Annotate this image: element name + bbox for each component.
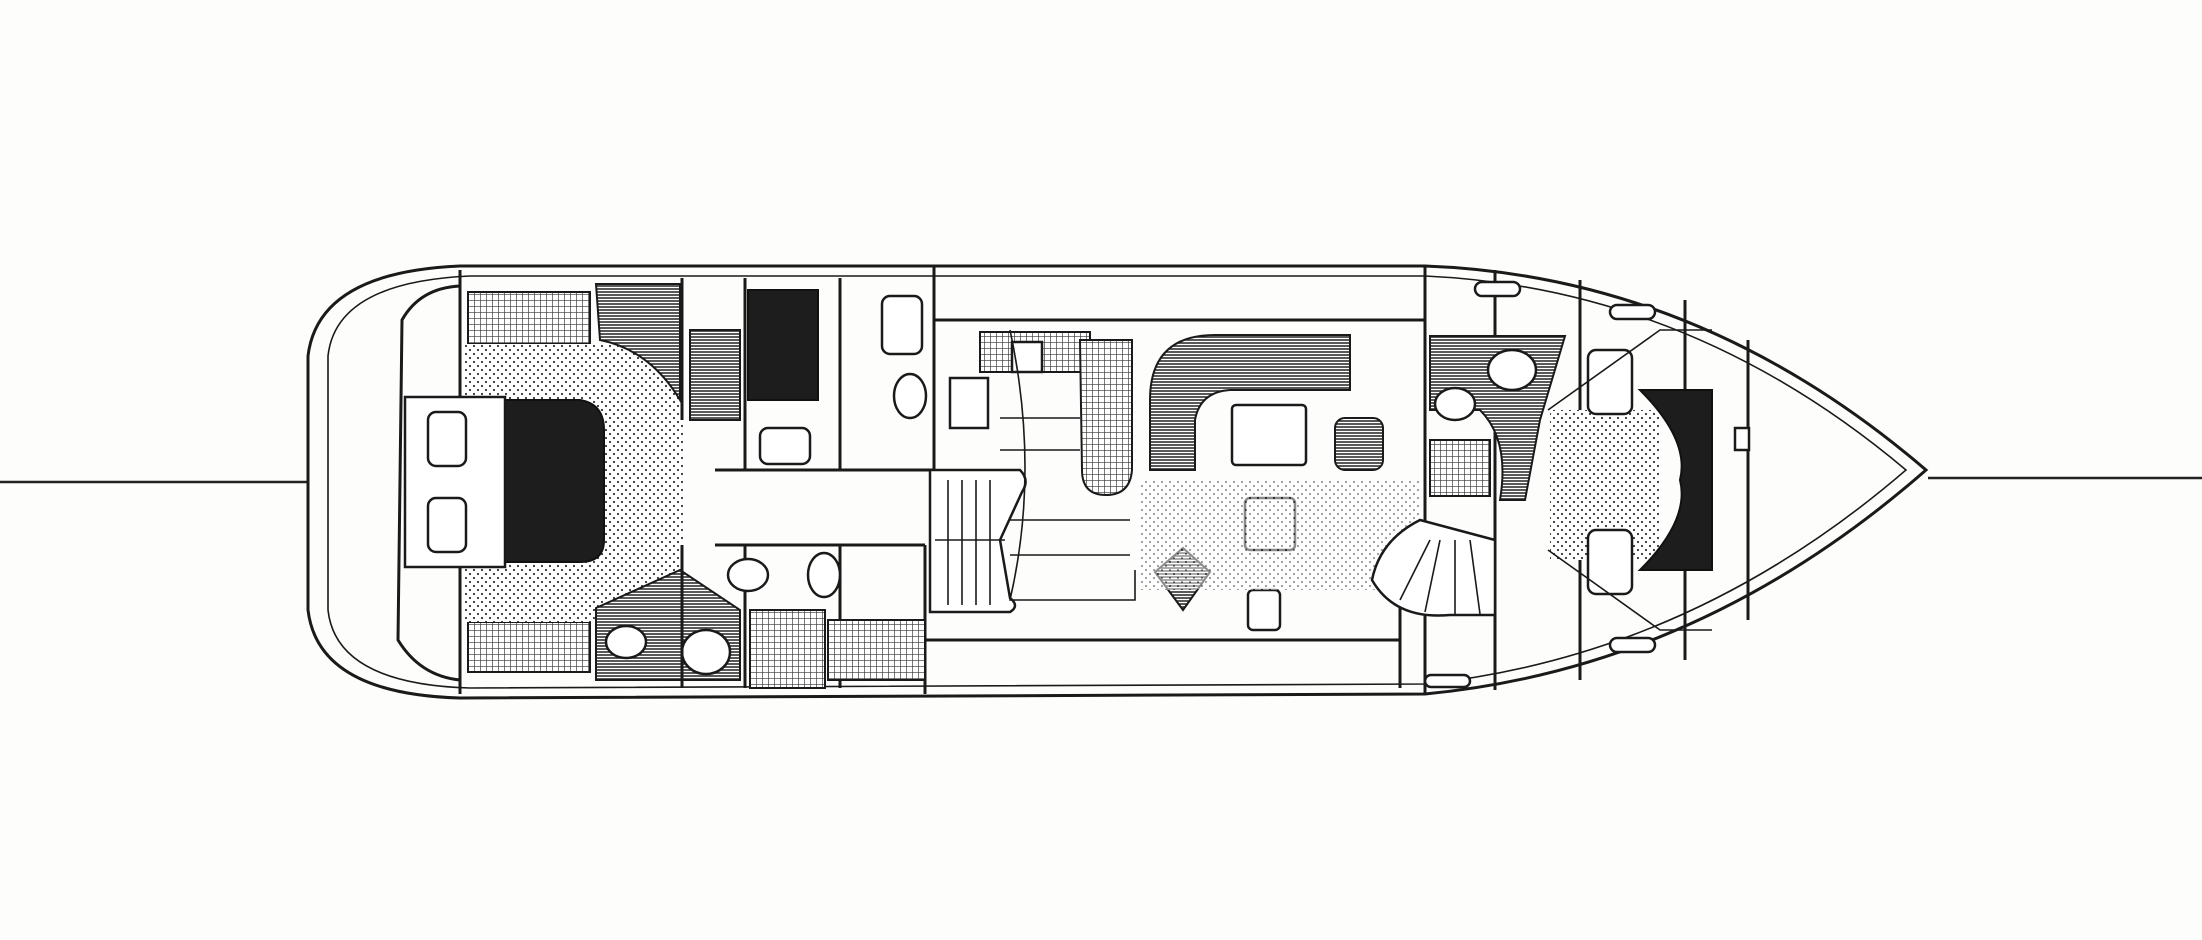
- sink-aft: [680, 628, 732, 676]
- aft-cabinet-starboard: [467, 621, 591, 673]
- fwd-nightstand-stbd: [1586, 528, 1634, 596]
- galley-wall-curve: [1008, 329, 1136, 601]
- aft-cabinet-port: [467, 291, 591, 345]
- salon-ottoman: [1334, 417, 1384, 471]
- galley-island: [1078, 339, 1133, 497]
- vanity-top: [758, 426, 812, 466]
- shower-tray: [880, 294, 924, 356]
- toilet-mid: [892, 372, 928, 420]
- sink-fwd: [1486, 348, 1538, 392]
- portlight-2: [1608, 303, 1657, 321]
- galley: [948, 329, 1136, 601]
- salon: [1140, 334, 1420, 632]
- nightstand-top: [426, 410, 468, 468]
- portlight-3: [1608, 636, 1657, 654]
- sink-mid-lower: [806, 551, 842, 599]
- vberth: [1637, 389, 1713, 571]
- portlight-1: [1473, 280, 1522, 298]
- hull-inner-line: [327, 275, 1908, 689]
- fwd-cabin-floor: [1550, 410, 1660, 560]
- master-bed: [504, 399, 605, 563]
- forward-cabin: [1423, 280, 1751, 689]
- cooktop: [948, 376, 990, 430]
- salon-settee: [1149, 334, 1351, 471]
- spiral-stair: [1370, 518, 1497, 617]
- fwd-cabin-bulkhead: [1547, 329, 1712, 631]
- anchor-locker-hatch: [1733, 426, 1751, 452]
- toilet-fwd: [1433, 386, 1477, 422]
- galley-floor-lines: [1000, 417, 1130, 556]
- fwd-nightstand-port: [1586, 348, 1634, 416]
- cabinet-mid-lower-a: [749, 609, 826, 689]
- stair-aft-treads: [689, 329, 741, 421]
- aft-cabin: [403, 291, 683, 673]
- nightstand-bottom: [426, 496, 468, 554]
- toilet-mid-lower: [726, 557, 770, 593]
- companionway-stair: [918, 468, 1027, 614]
- salon-chair: [1246, 588, 1282, 632]
- cabinet-mid-lower-b: [827, 619, 926, 681]
- toilet-aft: [604, 624, 648, 660]
- aft-head-port-floor: [594, 283, 681, 404]
- salon-armchair: [1230, 403, 1308, 467]
- portlight-4: [1423, 673, 1472, 689]
- fwd-locker: [1429, 439, 1491, 497]
- guest-bunk: [747, 289, 819, 401]
- swim-platform: [396, 284, 461, 682]
